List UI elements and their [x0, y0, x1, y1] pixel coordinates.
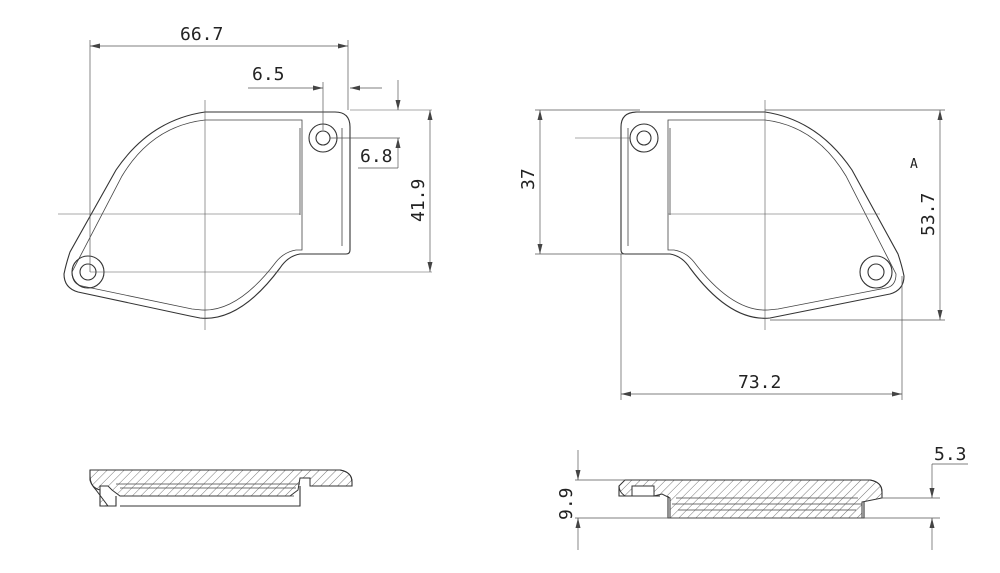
top-right-outline: [620, 111, 905, 319]
dim-9-9-label: 9.9: [556, 487, 577, 520]
dim-66-7-arrow-left: [90, 43, 100, 49]
dim-53-7-arrow-top: [937, 110, 943, 120]
dim-66-7-arrow-right: [338, 43, 348, 49]
dim-5-3-arrow-top: [929, 488, 935, 498]
dim-6-8-arrow-top: [395, 100, 401, 110]
dim-9-9-arrow-bottom: [575, 518, 581, 528]
dim-5-3-label: 5.3: [934, 444, 967, 465]
bottom-left-section: [89, 469, 353, 507]
dim-6-8-arrow-bottom: [395, 138, 401, 148]
bottom-right-section-inner: [672, 497, 862, 511]
dim-53-7-label: 53.7: [918, 193, 939, 236]
dim-37-label: 37: [518, 168, 539, 190]
top-right-hole-lower-inner: [867, 263, 885, 281]
top-right-inner-step: [627, 128, 671, 246]
view-label-a: A: [910, 157, 918, 172]
dim-37-arrow-top: [537, 110, 543, 120]
dim-37-arrow-bottom: [537, 244, 543, 254]
bottom-right-section-body: [618, 479, 883, 519]
dim-73-2-arrow-left: [621, 391, 631, 397]
dim-6-8-label: 6.8: [360, 146, 393, 167]
bottom-right-section: 9.9 5.3: [556, 444, 968, 550]
top-right-hole-lower: [859, 255, 893, 289]
top-left-view: 66.7 6.5 6.8 41.9: [58, 24, 433, 330]
top-right-hole-upper: [629, 123, 659, 153]
top-left-hole-upper-inner: [315, 130, 331, 146]
dim-5-3-arrow-bottom: [929, 518, 935, 528]
top-right-inner-outline: [667, 119, 897, 311]
dim-41-9-arrow-bottom: [427, 262, 433, 272]
dim-41-9-arrow-top: [427, 110, 433, 120]
top-right-view: 37 53.7 A 73.2: [518, 100, 945, 400]
dim-6-5-arrow-left: [313, 85, 323, 91]
bottom-left-section-inner: [116, 483, 300, 497]
dim-6-5-label: 6.5: [252, 64, 285, 85]
top-left-inner-outline: [71, 119, 303, 311]
top-left-inner-step: [299, 128, 343, 246]
dim-6-5-arrow-right: [350, 85, 360, 91]
dim-9-9-arrow-top: [575, 470, 581, 480]
top-left-outline: [63, 111, 351, 319]
dim-41-9-label: 41.9: [408, 179, 429, 222]
dim-73-2-label: 73.2: [738, 372, 781, 393]
dim-73-2-arrow-right: [892, 391, 902, 397]
dim-66-7-label: 66.7: [180, 24, 223, 45]
bottom-left-section-outline: [89, 469, 353, 507]
top-right-hole-upper-inner: [636, 130, 652, 146]
dim-53-7-arrow-bottom: [937, 310, 943, 320]
